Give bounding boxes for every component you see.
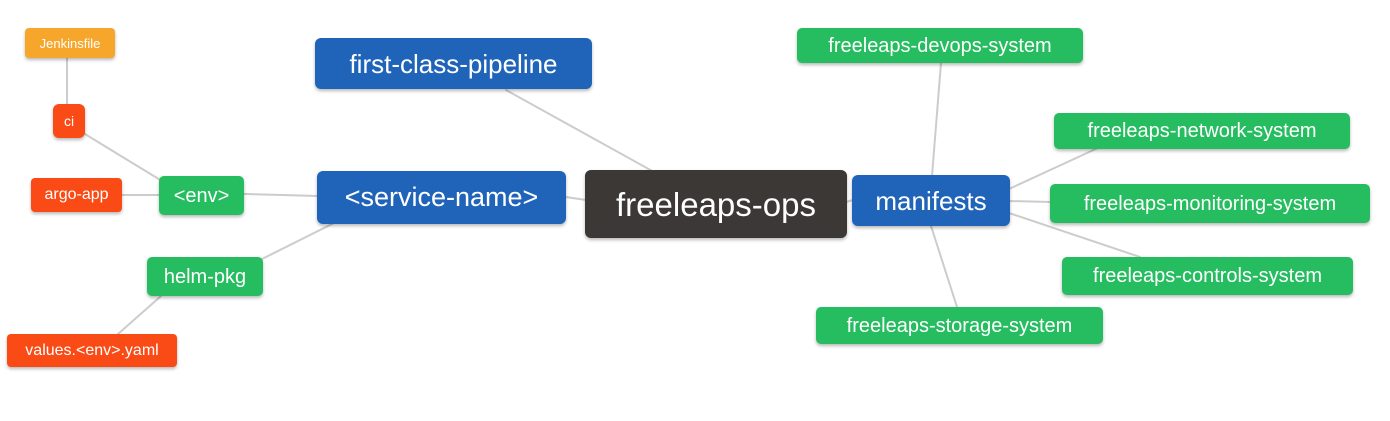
node-ci[interactable]: ci [53, 104, 85, 138]
node-argo-app[interactable]: argo-app [31, 178, 122, 212]
edge-values-helm-pkg [117, 295, 162, 335]
node-freeleaps-network-system[interactable]: freeleaps-network-system [1054, 113, 1350, 149]
edge-manifests-network [1008, 146, 1101, 190]
node-env[interactable]: <env> [159, 176, 244, 215]
node-freeleaps-controls-system[interactable]: freeleaps-controls-system [1062, 257, 1353, 295]
edge-env-service-name [243, 193, 319, 197]
edge-helm-pkg-service-name [261, 222, 335, 260]
node-service-name[interactable]: <service-name> [317, 171, 566, 224]
node-jenkinsfile[interactable]: Jenkinsfile [25, 28, 115, 58]
node-first-class-pipeline[interactable]: first-class-pipeline [315, 38, 592, 89]
edge-pipeline-freeleaps-ops [505, 89, 655, 173]
node-helm-pkg[interactable]: helm-pkg [147, 257, 263, 296]
node-freeleaps-ops[interactable]: freeleaps-ops [585, 170, 847, 238]
edge-manifests-storage [930, 225, 958, 308]
node-manifests[interactable]: manifests [852, 175, 1010, 226]
node-freeleaps-monitoring-system[interactable]: freeleaps-monitoring-system [1050, 184, 1370, 223]
node-values-env-yaml[interactable]: values.<env>.yaml [7, 334, 177, 367]
edge-devops-manifests [931, 62, 942, 177]
edge-ci-env [79, 130, 163, 182]
node-freeleaps-storage-system[interactable]: freeleaps-storage-system [816, 307, 1103, 344]
node-freeleaps-devops-system[interactable]: freeleaps-devops-system [797, 28, 1083, 63]
edge-service-name-freeleaps-ops [565, 196, 587, 201]
edge-manifests-monitoring [1008, 200, 1052, 203]
